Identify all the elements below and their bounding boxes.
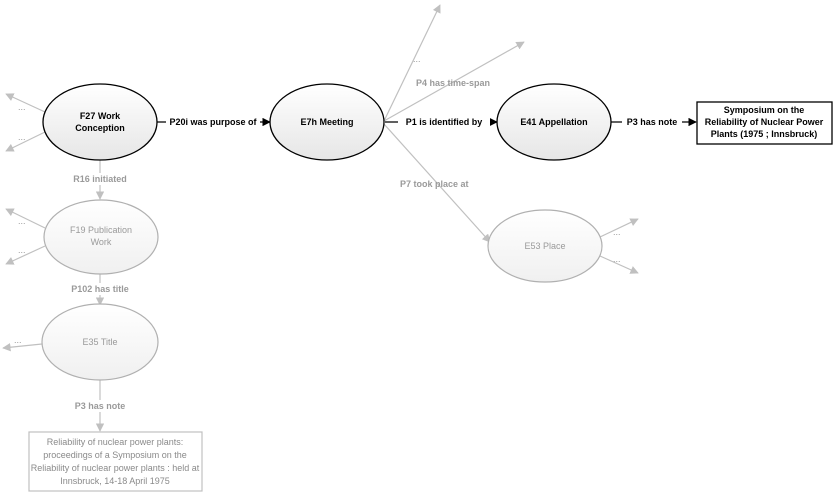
note-reliability-line-4: Innsbruck, 14-18 April 1975 (60, 476, 170, 486)
edge-e53-stub-up (599, 218, 639, 238)
node-e53-place[interactable]: E53 Place (487, 209, 603, 283)
note-symposium-line-1: Symposium on the (724, 105, 805, 115)
node-e35-title[interactable]: E35 Title (41, 303, 159, 381)
edge-f19-stub-up (5, 208, 46, 229)
ellipsis-f27-down: ... (18, 132, 26, 142)
node-f27-label-2: Conception (75, 123, 125, 133)
edge-label-p20i: P20i was purpose of (169, 117, 257, 127)
ellipsis-f19-up: ... (18, 216, 26, 226)
node-e41-appellation[interactable]: E41 Appellation (496, 83, 612, 161)
node-f27-label-1: F27 Work (80, 111, 121, 121)
node-e7h-label: E7h Meeting (300, 117, 353, 127)
edge-label-p4: P4 has time-span (416, 78, 490, 88)
edge-p7 (383, 123, 491, 243)
node-f19-label-2: Work (91, 237, 112, 247)
edge-e35-stub (2, 343, 43, 352)
node-f19-publication-work[interactable]: F19 Publication Work (43, 199, 159, 275)
note-box-reliability[interactable]: Reliability of nuclear power plants: pro… (28, 431, 203, 492)
edge-label-p102: P102 has title (71, 284, 129, 294)
edge-f27-stub-down (5, 131, 46, 152)
ellipsis-e53-down: ... (613, 254, 621, 264)
ellipsis-f19-down: ... (18, 245, 26, 255)
edge-label-p3-top: P3 has note (627, 117, 678, 127)
note-reliability-line-2: proceedings of a Symposium on the (43, 450, 187, 460)
node-e53-label: E53 Place (524, 241, 565, 251)
edge-label-r16: R16 initiated (73, 174, 127, 184)
edge-e53-stub-down (599, 255, 639, 274)
node-e7h-meeting[interactable]: E7h Meeting (269, 83, 385, 161)
edge-label-p3-bottom: P3 has note (75, 401, 126, 411)
node-e35-label: E35 Title (82, 337, 117, 347)
edge-label-p1: P1 is identified by (406, 117, 483, 127)
note-box-symposium[interactable]: Symposium on the Reliability of Nuclear … (696, 101, 833, 145)
edge-f19-stub-down (5, 245, 46, 265)
note-reliability-line-3: Reliability of nuclear power plants : he… (31, 463, 200, 473)
note-symposium-line-3: Plants (1975 ; Innsbruck) (711, 129, 818, 139)
note-symposium-line-2: Reliability of Nuclear Power (705, 117, 824, 127)
edge-p4 (383, 41, 525, 122)
ellipsis-f27-up: ... (18, 102, 26, 112)
edge-f27-stub-up (5, 93, 46, 113)
node-e41-label: E41 Appellation (520, 117, 587, 127)
edge-label-p7: P7 took place at (400, 179, 469, 189)
node-f27-work-conception[interactable]: F27 Work Conception (42, 83, 158, 161)
edge-e7h-stub-up (383, 4, 441, 122)
ellipsis-e35: ... (14, 335, 22, 345)
ellipsis-e7h-up: ... (413, 54, 421, 64)
ellipsis-e53-up: ... (613, 227, 621, 237)
node-f19-label-1: F19 Publication (70, 225, 132, 235)
note-reliability-line-1: Reliability of nuclear power plants: (47, 437, 184, 447)
